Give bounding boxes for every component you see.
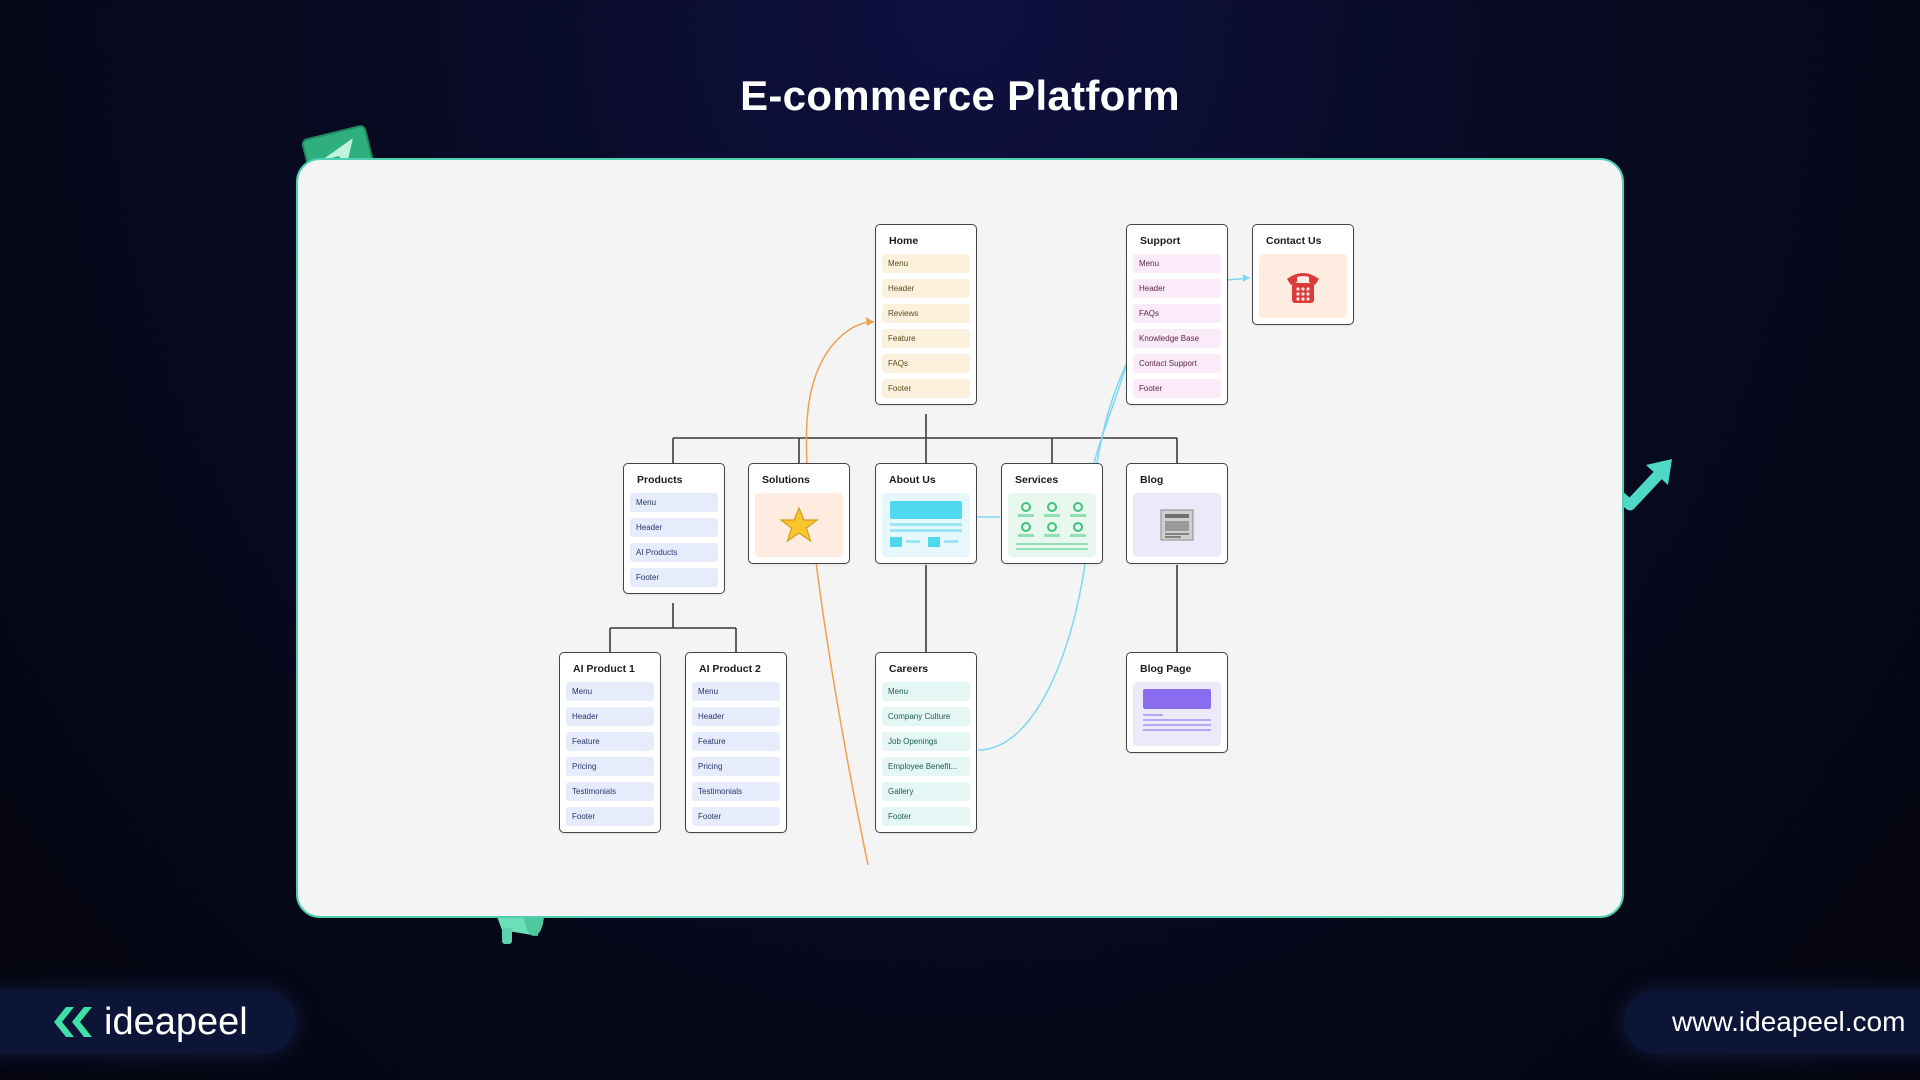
section-item: Menu [630, 493, 718, 512]
webpage-wireframe-icon [890, 501, 962, 547]
card-title: About Us [889, 474, 936, 486]
star-icon [779, 506, 819, 543]
section-item: Menu [692, 682, 780, 701]
section-item: Menu [566, 682, 654, 701]
website-link[interactable]: www.ideapeel.com [1624, 990, 1920, 1054]
sitemap-card-ai-product-1[interactable]: AI Product 1 Menu Header Feature Pricing… [559, 652, 661, 833]
card-title: Solutions [762, 474, 810, 486]
sitemap-card-about-us[interactable]: About Us [875, 463, 977, 564]
section-item: Feature [882, 329, 970, 348]
section-item: Header [1133, 279, 1221, 298]
section-item: Knowledge Base [1133, 329, 1221, 348]
section-item: Menu [882, 254, 970, 273]
article-layout-icon [1143, 689, 1211, 731]
section-item: Feature [566, 732, 654, 751]
card-title: AI Product 1 [573, 663, 635, 675]
card-title: Careers [889, 663, 929, 675]
sitemap-board: Home Menu Header Reviews Feature FAQs Fo… [296, 158, 1624, 918]
double-chevron-logo-icon [54, 1007, 92, 1037]
section-item: Footer [566, 807, 654, 826]
card-title: Blog [1140, 474, 1164, 486]
section-item: Testimonials [566, 782, 654, 801]
section-item: Footer [882, 807, 970, 826]
section-item: Footer [882, 379, 970, 398]
sitemap-card-blog-page[interactable]: Blog Page [1126, 652, 1228, 753]
service-grid-icon [1016, 502, 1088, 550]
newspaper-icon [1160, 509, 1194, 541]
sitemap-card-contact-us[interactable]: Contact Us [1252, 224, 1354, 325]
section-item: Menu [882, 682, 970, 701]
card-title: Home [889, 235, 919, 247]
section-item: Company Culture [882, 707, 970, 726]
sitemap-card-solutions[interactable]: Solutions [748, 463, 850, 564]
section-item: FAQs [882, 354, 970, 373]
section-item: Footer [1133, 379, 1221, 398]
section-item: Header [692, 707, 780, 726]
brand-name: ideapeel [104, 1000, 248, 1043]
card-title: Contact Us [1266, 235, 1322, 247]
section-item: AI Products [630, 543, 718, 562]
section-item: Header [882, 279, 970, 298]
card-title: Support [1140, 235, 1181, 247]
card-title: Blog Page [1140, 663, 1192, 675]
website-url: www.ideapeel.com [1672, 1006, 1906, 1037]
section-item: Header [566, 707, 654, 726]
section-item: Footer [630, 568, 718, 587]
section-item: Menu [1133, 254, 1221, 273]
section-item: Pricing [566, 757, 654, 776]
section-item: Gallery [882, 782, 970, 801]
sitemap-card-home[interactable]: Home Menu Header Reviews Feature FAQs Fo… [875, 224, 977, 405]
sitemap-card-blog[interactable]: Blog [1126, 463, 1228, 564]
section-item: Employee Benefit... [882, 757, 970, 776]
section-item: Pricing [692, 757, 780, 776]
sitemap-card-careers[interactable]: Careers Menu Company Culture Job Opening… [875, 652, 977, 833]
card-title: Products [637, 474, 683, 486]
sitemap-card-support[interactable]: Support Menu Header FAQs Knowledge Base … [1126, 224, 1228, 405]
card-title: AI Product 2 [699, 663, 761, 675]
sitemap-card-ai-product-2[interactable]: AI Product 2 Menu Header Feature Pricing… [685, 652, 787, 833]
section-item: Feature [692, 732, 780, 751]
section-item: Header [630, 518, 718, 537]
sitemap-card-services[interactable]: Services [1001, 463, 1103, 564]
page-title: E-commerce Platform [740, 72, 1180, 119]
section-item: FAQs [1133, 304, 1221, 323]
section-item: Footer [692, 807, 780, 826]
card-title: Services [1015, 474, 1059, 486]
section-item: Reviews [882, 304, 970, 323]
brand-logo[interactable]: ideapeel [0, 990, 296, 1054]
telephone-icon [1287, 273, 1319, 303]
section-item: Job Openings [882, 732, 970, 751]
sitemap-card-products[interactable]: Products Menu Header AI Products Footer [623, 463, 725, 594]
section-item: Contact Support [1133, 354, 1221, 373]
section-item: Testimonials [692, 782, 780, 801]
